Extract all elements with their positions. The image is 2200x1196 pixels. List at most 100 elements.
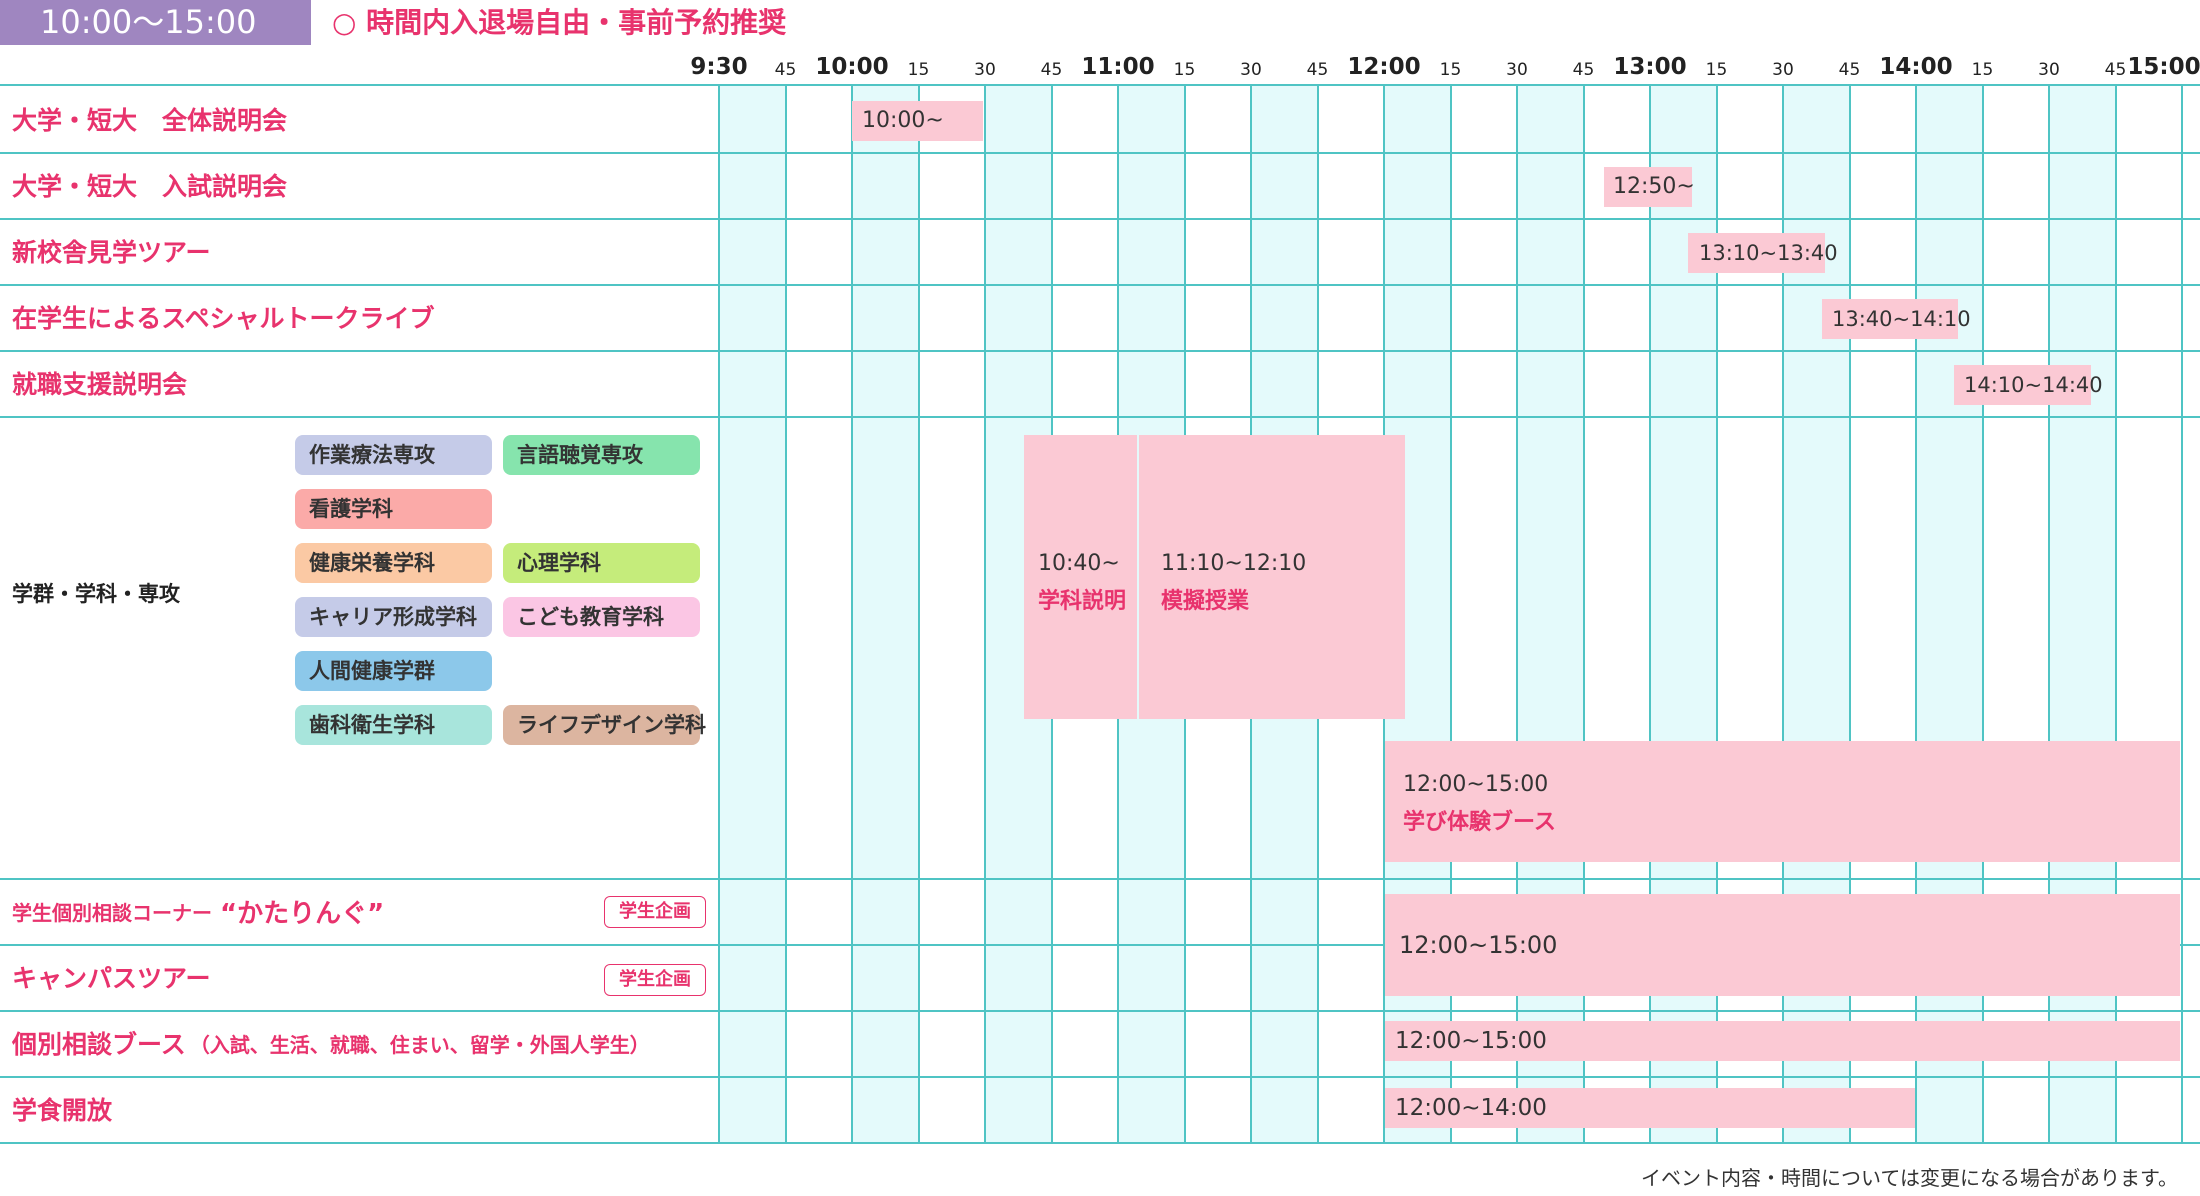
event-building-tour: 13:10~13:40 (1688, 233, 1838, 273)
grid-vertical-line (1449, 86, 1452, 1142)
department-group-label: 学群・学科・専攻 (12, 582, 180, 606)
event-mock-lesson-time: 11:10~12:10 (1161, 551, 1307, 576)
time-tick-label: 30 (1240, 60, 1262, 80)
grid-horizontal-line (0, 218, 2200, 220)
event-exam-briefing: 12:50~ (1604, 167, 1695, 207)
time-tick-label: 15 (1705, 60, 1728, 80)
event-department-explanation: 10:40~ 学科説明 (1024, 435, 1137, 719)
row-label-career-briefing: 就職支援説明会 (12, 370, 188, 399)
dept-occupational-therapy: 作業療法専攻 (295, 435, 492, 475)
event-learning-booth: 12:00~15:00 学び体験ブース (1385, 741, 2180, 862)
grid-vertical-line (1915, 86, 1917, 1142)
grid-vertical-line (917, 86, 920, 1142)
row-label-consult-booth: 個別相談ブース （入試、生活、就職、住まい、留学・外国人学生） (12, 1010, 650, 1076)
row-label-cafeteria: 学食開放 (12, 1096, 113, 1125)
event-cafeteria: 12:00~14:00 (1385, 1088, 1915, 1128)
grid-vertical-line (1582, 86, 1585, 1142)
event-talk-live: 13:40~14:10 (1822, 299, 1971, 339)
dept-career-development: キャリア形成学科 (295, 597, 492, 637)
event-general-briefing: 10:00~ (852, 101, 983, 141)
grid-vertical-line (1649, 86, 1651, 1142)
dept-speech-hearing: 言語聴覚専攻 (503, 435, 700, 475)
grid-vertical-line (1981, 86, 1984, 1142)
grid-horizontal-line (0, 350, 2200, 352)
time-tick-label: 45 (1572, 60, 1595, 80)
row-label-campus-tour: キャンパスツアー (12, 964, 211, 993)
grid-band (719, 86, 786, 1142)
time-tick-label: 30 (1506, 60, 1528, 80)
event-department-explanation-time: 10:40~ (1038, 551, 1120, 576)
time-tick-label: 45 (1040, 60, 1063, 80)
grid-horizontal-line (0, 84, 2200, 86)
time-tick-label: 13:00 (1613, 54, 1687, 80)
time-tick-label: 15 (1439, 60, 1462, 80)
grid-band (852, 86, 919, 1142)
row-label-general-briefing: 大学・短大 全体説明会 (12, 106, 288, 135)
dept-dental-hygiene: 歯科衛生学科 (295, 705, 492, 745)
consult-corner-nickname: “かたりんぐ” (220, 898, 385, 929)
grid-vertical-line (1782, 86, 1784, 1142)
time-tick-label: 12:00 (1347, 54, 1421, 80)
dept-life-design: ライフデザイン学科 (503, 705, 706, 745)
event-consult-booth: 12:00~15:00 (1385, 1021, 2180, 1061)
consult-booth-topics: （入試、生活、就職、住まい、留学・外国人学生） (189, 1032, 650, 1057)
time-tick-label: 11:00 (1081, 54, 1155, 80)
grid-vertical-line (2181, 86, 2183, 1142)
grid-vertical-line (2048, 86, 2050, 1142)
student-project-badge: 学生企画 (604, 896, 706, 928)
grid-vertical-line (984, 86, 986, 1142)
time-tick-label: 45 (774, 60, 797, 80)
event-consult-and-tour: 12:00~15:00 (1385, 894, 2180, 996)
time-tick-label: 15 (1173, 60, 1196, 80)
grid-horizontal-line (0, 1010, 2200, 1012)
row-label-exam-briefing: 大学・短大 入試説明会 (12, 172, 288, 201)
consult-booth-text: 個別相談ブース (12, 1030, 186, 1059)
grid-vertical-line (851, 86, 853, 1142)
grid-vertical-line (784, 86, 787, 1142)
event-career-briefing: 14:10~14:40 (1954, 365, 2103, 405)
time-tick-label: 45 (2104, 60, 2127, 80)
time-tick-label: 45 (1838, 60, 1861, 80)
grid-vertical-line (1848, 86, 1851, 1142)
event-learning-booth-label: 学び体験ブース (1403, 810, 1556, 835)
dept-health-nutrition: 健康栄養学科 (295, 543, 492, 583)
time-tick-label: 30 (1772, 60, 1794, 80)
grid-horizontal-line (0, 878, 2200, 880)
dept-child-education: こども教育学科 (503, 597, 700, 637)
time-tick-label: 14:00 (1879, 54, 1953, 80)
dept-psychology: 心理学科 (503, 543, 700, 583)
time-tick-label: 9:30 (690, 54, 748, 80)
event-mock-lesson: 11:10~12:10 模擬授業 (1139, 435, 1405, 719)
grid-horizontal-line (0, 944, 2200, 946)
dept-human-health: 人間健康学群 (295, 651, 492, 691)
time-tick-label: 15 (907, 60, 930, 80)
grid-vertical-line (718, 86, 720, 1142)
grid-horizontal-line (0, 416, 2200, 418)
time-tick-label: 15 (1971, 60, 1994, 80)
grid-vertical-line (1715, 86, 1718, 1142)
grid-horizontal-line (0, 1076, 2200, 1078)
time-tick-label: 15:00 (2127, 54, 2200, 80)
student-project-badge: 学生企画 (604, 964, 706, 996)
row-label-campus-building-tour: 新校舎見学ツアー (12, 238, 211, 267)
dept-nursing: 看護学科 (295, 489, 492, 529)
grid-horizontal-line (0, 284, 2200, 286)
time-tick-label: 45 (1306, 60, 1329, 80)
time-tick-label: 30 (974, 60, 996, 80)
time-range-badge: 10:00〜15:00 (0, 0, 311, 45)
admission-note: ○ 時間内入退場自由・事前予約推奨 (332, 6, 787, 39)
consult-corner-text: 学生個別相談コーナー (12, 900, 212, 925)
grid-vertical-line (2114, 86, 2117, 1142)
row-label-consult-corner: 学生個別相談コーナー “かたりんぐ” (12, 878, 384, 944)
grid-vertical-line (1516, 86, 1518, 1142)
event-learning-booth-time: 12:00~15:00 (1403, 772, 1549, 797)
grid-horizontal-line (0, 1142, 2200, 1144)
disclaimer-note: イベント内容・時間については変更になる場合があります。 (1641, 1166, 2178, 1190)
grid-horizontal-line (0, 152, 2200, 154)
time-tick-label: 30 (2038, 60, 2060, 80)
row-label-talk-live: 在学生によるスペシャルトークライブ (12, 304, 435, 333)
event-department-explanation-label: 学科説明 (1038, 589, 1127, 614)
time-tick-label: 10:00 (815, 54, 889, 80)
event-mock-lesson-label: 模擬授業 (1161, 589, 1250, 614)
